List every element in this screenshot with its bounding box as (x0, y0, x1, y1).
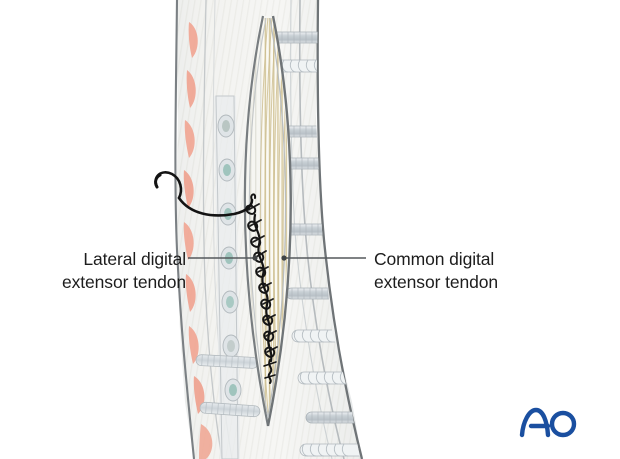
left-bottom-plate (195, 354, 261, 418)
label-lateral-line1: Lateral digital (83, 249, 186, 269)
vessel-salmon (183, 22, 213, 459)
incision-edge-left-inner (248, 17, 269, 419)
suture-bite-group (247, 203, 278, 353)
label-common-line1: Common digital (374, 249, 495, 269)
label-lateral-digital-extensor-tendon: Lateral digital extensor tendon (20, 248, 186, 294)
label-common-digital-extensor-tendon: Common digital extensor tendon (374, 248, 584, 294)
lateral-implant-column (214, 95, 242, 459)
suture-entry-loop (250, 193, 257, 201)
fascial-band-right-inner (290, 0, 333, 459)
superficial-vessels-group (183, 22, 213, 459)
bone-screw (271, 59, 359, 73)
needle-tip (154, 173, 162, 189)
leader-line-right (281, 255, 366, 261)
suture-thread (177, 196, 254, 217)
fascial-band-right (298, 0, 345, 459)
leader-lines-group (188, 255, 366, 261)
suture-knot-group (245, 204, 276, 358)
bone-screw (299, 443, 360, 457)
incision-edge-right-inner (267, 17, 287, 419)
screw-head-group (217, 114, 242, 402)
limb-right-outline (316, 0, 364, 459)
ao-logo (519, 407, 577, 438)
bone-screw (269, 31, 360, 44)
label-common-line2: extensor tendon (374, 271, 499, 292)
surgical-needle-assembly (154, 171, 257, 217)
leader-line-left (188, 255, 258, 261)
limb-left-outline (174, 0, 196, 459)
incision-edge-left (243, 15, 270, 427)
incision-edge-right (266, 15, 292, 427)
suture-line (245, 203, 278, 384)
label-lateral-line2: extensor tendon (61, 271, 186, 292)
